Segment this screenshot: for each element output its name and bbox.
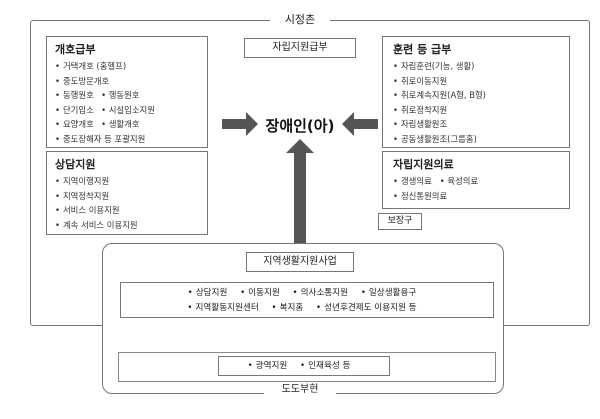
list-item: 이동지원 [240, 286, 280, 301]
list-item: 거택개호 (홈헬프) [55, 59, 199, 74]
list-item: 복지홈 [272, 301, 304, 316]
list-item: 성년후견제도 이용지원 등 [316, 301, 416, 316]
list-item: 서비스 이용지원 [55, 203, 199, 218]
care-benefits-list: 거택개호 (홈헬프) 중도방문개호 동행원호 • 행동원호 단기입소 • 시설입… [55, 59, 199, 146]
arrow-left-icon [342, 112, 378, 136]
list-item: 계속 서비스 이용지원 [55, 218, 199, 233]
arrow-up-icon [286, 139, 314, 243]
community-support-row-2: 지역활동지원센터 복지홈 성년후견제도 이용지원 등 [121, 301, 493, 316]
consultation-title: 상담지원 [55, 158, 96, 171]
prefecture-label: 도도부현 [264, 383, 336, 397]
core-label: 장애인(아) [265, 117, 335, 135]
community-support-title: 지역생활지원사업 [246, 252, 354, 272]
prefecture-items: 광역지원 인재육성 등 [218, 356, 390, 376]
list-item: 취로계속지원(A형, B형) [393, 88, 559, 103]
prosthetics-box: 보장구 [378, 213, 422, 230]
medical-title: 자립지원의료 [393, 158, 454, 171]
list-item: 취로정착지원 [393, 103, 559, 118]
consultation-list: 지역이행지원 지역정착지원 서비스 이용지원 계속 서비스 이용지원 [55, 174, 199, 232]
training-benefits-title: 훈련 등 급부 [393, 43, 452, 56]
list-item: 중도장해자 등 포괄지원 [55, 132, 199, 147]
community-support-items: 상담지원 이동지원 의사소통지원 일상생활용구 지역활동지원센터 복지홈 성년후… [120, 282, 494, 318]
support-arrow-label: 지원 [288, 330, 312, 344]
consultation-box: 상담지원 지역이행지원 지역정착지원 서비스 이용지원 계속 서비스 이용지원 [46, 151, 208, 235]
municipality-label: 시정촌 [270, 13, 330, 27]
prefecture-frame [118, 352, 496, 382]
medical-list: 갱생의료 • 육성의료 정신통원의료 [393, 174, 559, 203]
list-item: 지역정착지원 [55, 189, 199, 204]
list-item: 자립훈련(기능, 생활) [393, 59, 559, 74]
list-item: 광역지원 [248, 357, 288, 375]
community-support-row-1: 상담지원 이동지원 의사소통지원 일상생활용구 [121, 286, 493, 301]
list-item: 일상생활용구 [361, 286, 416, 301]
care-benefits-box: 개호급부 거택개호 (홈헬프) 중도방문개호 동행원호 • 행동원호 단기입소 … [46, 36, 208, 148]
care-benefits-title: 개호급부 [55, 43, 96, 56]
list-item: 취로이동지원 [393, 74, 559, 89]
list-item: 지역활동지원센터 [187, 301, 259, 316]
list-item: 단기입소 • 시설입소지원 [55, 103, 199, 118]
list-item: 공동생활원조(그룹홈) [393, 132, 559, 147]
training-benefits-box: 훈련 등 급부 자립훈련(기능, 생활) 취로이동지원 취로계속지원(A형, B… [382, 36, 570, 148]
list-item: 지역이행지원 [55, 174, 199, 189]
list-item: 의사소통지원 [293, 286, 348, 301]
medical-box: 자립지원의료 갱생의료 • 육성의료 정신통원의료 [382, 151, 570, 209]
list-item: 상담지원 [188, 286, 228, 301]
list-item: 중도방문개호 [55, 74, 199, 89]
list-item: 인재육성 등 [300, 357, 350, 375]
arrow-right-icon [222, 112, 258, 136]
independence-benefits-box: 자립지원급부 [244, 38, 356, 58]
list-item: 갱생의료 • 육성의료 [393, 174, 559, 189]
list-item: 자립생활원조 [393, 117, 559, 132]
list-item: 동행원호 • 행동원호 [55, 88, 199, 103]
list-item: 요양개호 • 생활개호 [55, 117, 199, 132]
training-benefits-list: 자립훈련(기능, 생활) 취로이동지원 취로계속지원(A형, B형) 취로정착지… [393, 59, 559, 146]
list-item: 정신통원의료 [393, 189, 559, 204]
